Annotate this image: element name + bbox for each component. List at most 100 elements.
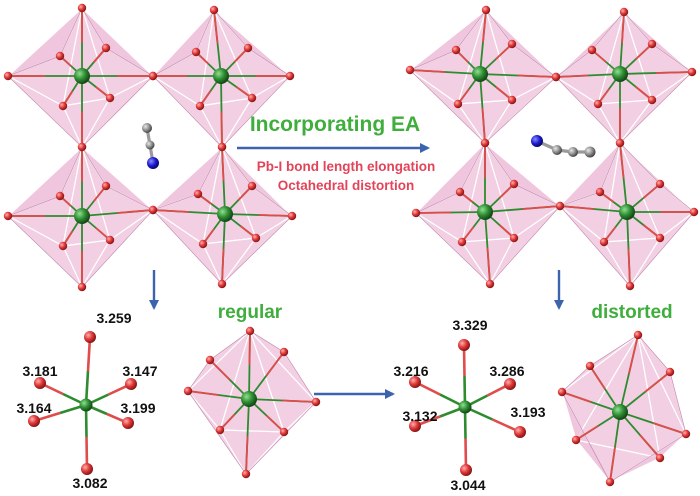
pb-i-bond (221, 248, 225, 285)
distorted-bond-upper-right: 3.286 (489, 363, 524, 379)
carbon-atom (552, 145, 562, 155)
i-atom (55, 51, 65, 61)
octahedron-distorted-big (557, 330, 691, 487)
i-atom (507, 39, 517, 49)
i-atom (81, 463, 93, 475)
i-atom (198, 239, 208, 249)
carbon-atom (568, 147, 578, 157)
pb-i-bond (575, 425, 599, 441)
distorted-bond-lower-left: 3.132 (402, 408, 437, 424)
i-atom (655, 233, 665, 243)
i-atom (195, 101, 205, 111)
i-atom (455, 187, 465, 197)
regular-bond-lower-right: 3.199 (120, 400, 155, 416)
i-atom (647, 95, 657, 105)
i-atom (555, 201, 565, 211)
pb-i-bond (644, 371, 671, 393)
octahedron-left-3 (148, 142, 297, 289)
i-atom (409, 376, 421, 388)
pb-i-bond (482, 9, 487, 43)
i-atom (205, 355, 215, 365)
distorted-bond-upper-left: 3.216 (393, 363, 428, 379)
pb-i-bond (628, 334, 639, 374)
i-atom (585, 361, 595, 371)
carbon-atom (584, 146, 596, 158)
pb-i-bond (522, 205, 561, 210)
i-atom (55, 191, 65, 201)
i-atom (279, 347, 289, 357)
nitrogen-atom (531, 135, 543, 147)
octahedron-right-0 (405, 5, 561, 148)
i-atom (557, 387, 567, 397)
pb-atom (217, 206, 233, 222)
i-atom (481, 5, 491, 15)
i-atom (251, 233, 261, 243)
i-atom (458, 339, 470, 351)
i-atom (77, 282, 87, 292)
i-atom (460, 464, 472, 476)
i-atom (77, 3, 87, 13)
i-atom (509, 179, 519, 189)
i-atom (485, 279, 495, 289)
i-atom (77, 142, 87, 152)
i-atom (311, 397, 321, 407)
i-atom (507, 95, 517, 105)
i-atom (615, 138, 625, 148)
pb-atom (477, 204, 493, 220)
i-atom (687, 67, 697, 77)
octahedron-left-0 (3, 3, 158, 152)
i-atom (655, 179, 665, 189)
pb-i-bond (213, 9, 219, 44)
pb-i-bond (187, 390, 219, 396)
i-atom (605, 477, 615, 487)
pb-atom (619, 204, 635, 220)
i-atom (217, 142, 227, 152)
octahedron-left-2 (3, 142, 158, 292)
pb-i-bond (655, 71, 693, 74)
regular-bond-top: 3.259 (96, 310, 131, 326)
pb-atom (213, 68, 229, 84)
i-atom (148, 205, 158, 215)
regular-bond-upper-right: 3.147 (122, 363, 157, 379)
i-atom (191, 47, 201, 57)
i-atom (457, 237, 467, 247)
distorted-bond-lower-right: 3.193 (510, 404, 545, 420)
octahedron-right-3 (555, 138, 699, 291)
i-atom (551, 72, 561, 82)
bond-star-distorted (409, 339, 526, 476)
i-atom (241, 469, 251, 479)
pb-i-bond (209, 359, 231, 381)
i-atom (599, 237, 609, 247)
i-atom (405, 65, 415, 75)
distorted-bond-top: 3.329 (452, 317, 487, 333)
i-atom (504, 378, 516, 390)
i-atom (619, 7, 629, 17)
pb-i-bond (220, 111, 223, 148)
i-atom (285, 71, 295, 81)
i-atom (571, 435, 581, 445)
pb-i-bond (517, 74, 557, 78)
heading: Incorporating EA (250, 113, 420, 136)
i-atom (681, 429, 691, 439)
pb-i-bond (117, 209, 154, 214)
i-atom (587, 45, 597, 55)
i-atom (689, 207, 699, 217)
distorted-label: distorted (591, 302, 672, 323)
i-atom (84, 331, 96, 343)
pb-i-bond (481, 108, 486, 144)
i-atom (409, 420, 421, 432)
i-atom (122, 417, 134, 429)
pb-i-bond (282, 399, 317, 403)
i-atom (125, 378, 137, 390)
pb-atom (472, 66, 488, 82)
i-atom (480, 138, 490, 148)
i-atom (105, 93, 115, 103)
i-atom (3, 211, 13, 221)
i-atom (247, 181, 257, 191)
pb-i-bond (152, 209, 190, 213)
regular-label: regular (218, 302, 283, 323)
pb-atom (612, 404, 628, 420)
i-atom (647, 39, 657, 49)
i-atom (215, 425, 225, 435)
